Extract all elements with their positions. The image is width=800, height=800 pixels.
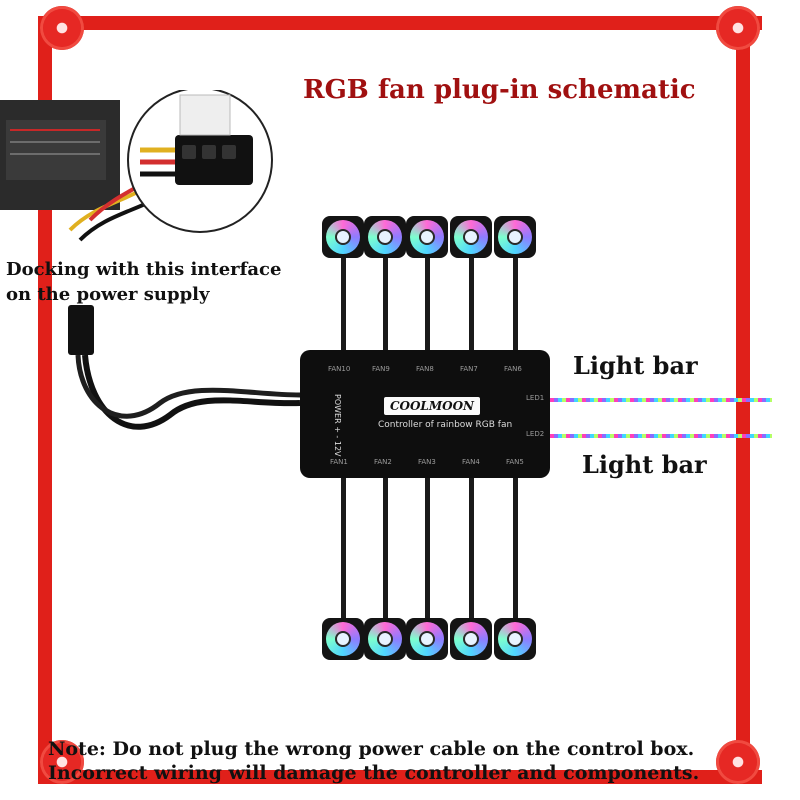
port-label: FAN1 — [330, 458, 348, 466]
fan-cable-bottom-4 — [469, 478, 474, 620]
fan-hub — [507, 229, 523, 245]
light-bar-label-1: Light bar — [573, 351, 698, 380]
fan-bottom-4 — [450, 618, 492, 660]
corner-flower-bottom-right-icon — [716, 740, 760, 784]
fan-hub — [463, 229, 479, 245]
port-label: FAN4 — [462, 458, 480, 466]
light-bar-strip-2 — [550, 434, 772, 438]
light-bar-strip-1 — [550, 398, 772, 402]
fan-bottom-1 — [322, 618, 364, 660]
fan-cable-bottom-2 — [383, 478, 388, 620]
psu-label-line2: on the power supply — [6, 284, 210, 305]
light-bar-label-2: Light bar — [582, 450, 707, 479]
fan-hub — [377, 229, 393, 245]
controller-subtitle: Controller of rainbow RGB fan — [378, 420, 513, 430]
port-label: FAN7 — [460, 365, 478, 373]
psu-label-line1: Docking with this interface — [6, 259, 282, 280]
fan-cable-top-1 — [341, 258, 346, 352]
fan-hub — [419, 631, 435, 647]
corner-flower-top-left-icon — [40, 6, 84, 50]
port-label: LED1 — [526, 394, 545, 402]
fan-cable-bottom-3 — [425, 478, 430, 620]
fan-hub — [419, 229, 435, 245]
port-label: LED2 — [526, 430, 545, 438]
fan-cable-top-4 — [469, 258, 474, 352]
fan-cable-bottom-1 — [341, 478, 346, 620]
note-line2: Incorrect wiring will damage the control… — [48, 762, 700, 784]
fan-bottom-5 — [494, 618, 536, 660]
fan-cable-top-5 — [513, 258, 518, 352]
fan-top-2 — [364, 216, 406, 258]
fan-bottom-2 — [364, 618, 406, 660]
controller-box: FAN10 FAN9 FAN8 FAN7 FAN6 COOLMOON Contr… — [300, 350, 550, 478]
diagram-title: RGB fan plug-in schematic — [303, 75, 696, 105]
fan-top-5 — [494, 216, 536, 258]
frame-bottom — [38, 770, 762, 784]
fan-cable-top-3 — [425, 258, 430, 352]
power-cable — [68, 305, 301, 430]
port-label: FAN9 — [372, 365, 390, 373]
fan-hub — [335, 229, 351, 245]
port-label: FAN8 — [416, 365, 434, 373]
brand-label: COOLMOON — [384, 397, 480, 415]
fan-bottom-3 — [406, 618, 448, 660]
port-label: FAN3 — [418, 458, 436, 466]
port-label: FAN5 — [506, 458, 524, 466]
port-label: FAN6 — [504, 365, 522, 373]
fan-hub — [335, 631, 351, 647]
fan-cable-bottom-5 — [513, 478, 518, 620]
power-supply-image — [0, 90, 273, 242]
corner-flower-bottom-left-icon — [40, 740, 84, 784]
fan-top-1 — [322, 216, 364, 258]
port-label: FAN10 — [328, 365, 351, 373]
fan-top-4 — [450, 216, 492, 258]
fan-cable-top-2 — [383, 258, 388, 352]
note-line1: Note: Do not plug the wrong power cable … — [48, 738, 695, 760]
fan-hub — [463, 631, 479, 647]
fan-top-3 — [406, 216, 448, 258]
power-port-label: POWER + - 12V — [333, 394, 342, 457]
frame-top — [38, 16, 762, 30]
corner-flower-top-right-icon — [716, 6, 760, 50]
fan-hub — [507, 631, 523, 647]
fan-hub — [377, 631, 393, 647]
port-label: FAN2 — [374, 458, 392, 466]
